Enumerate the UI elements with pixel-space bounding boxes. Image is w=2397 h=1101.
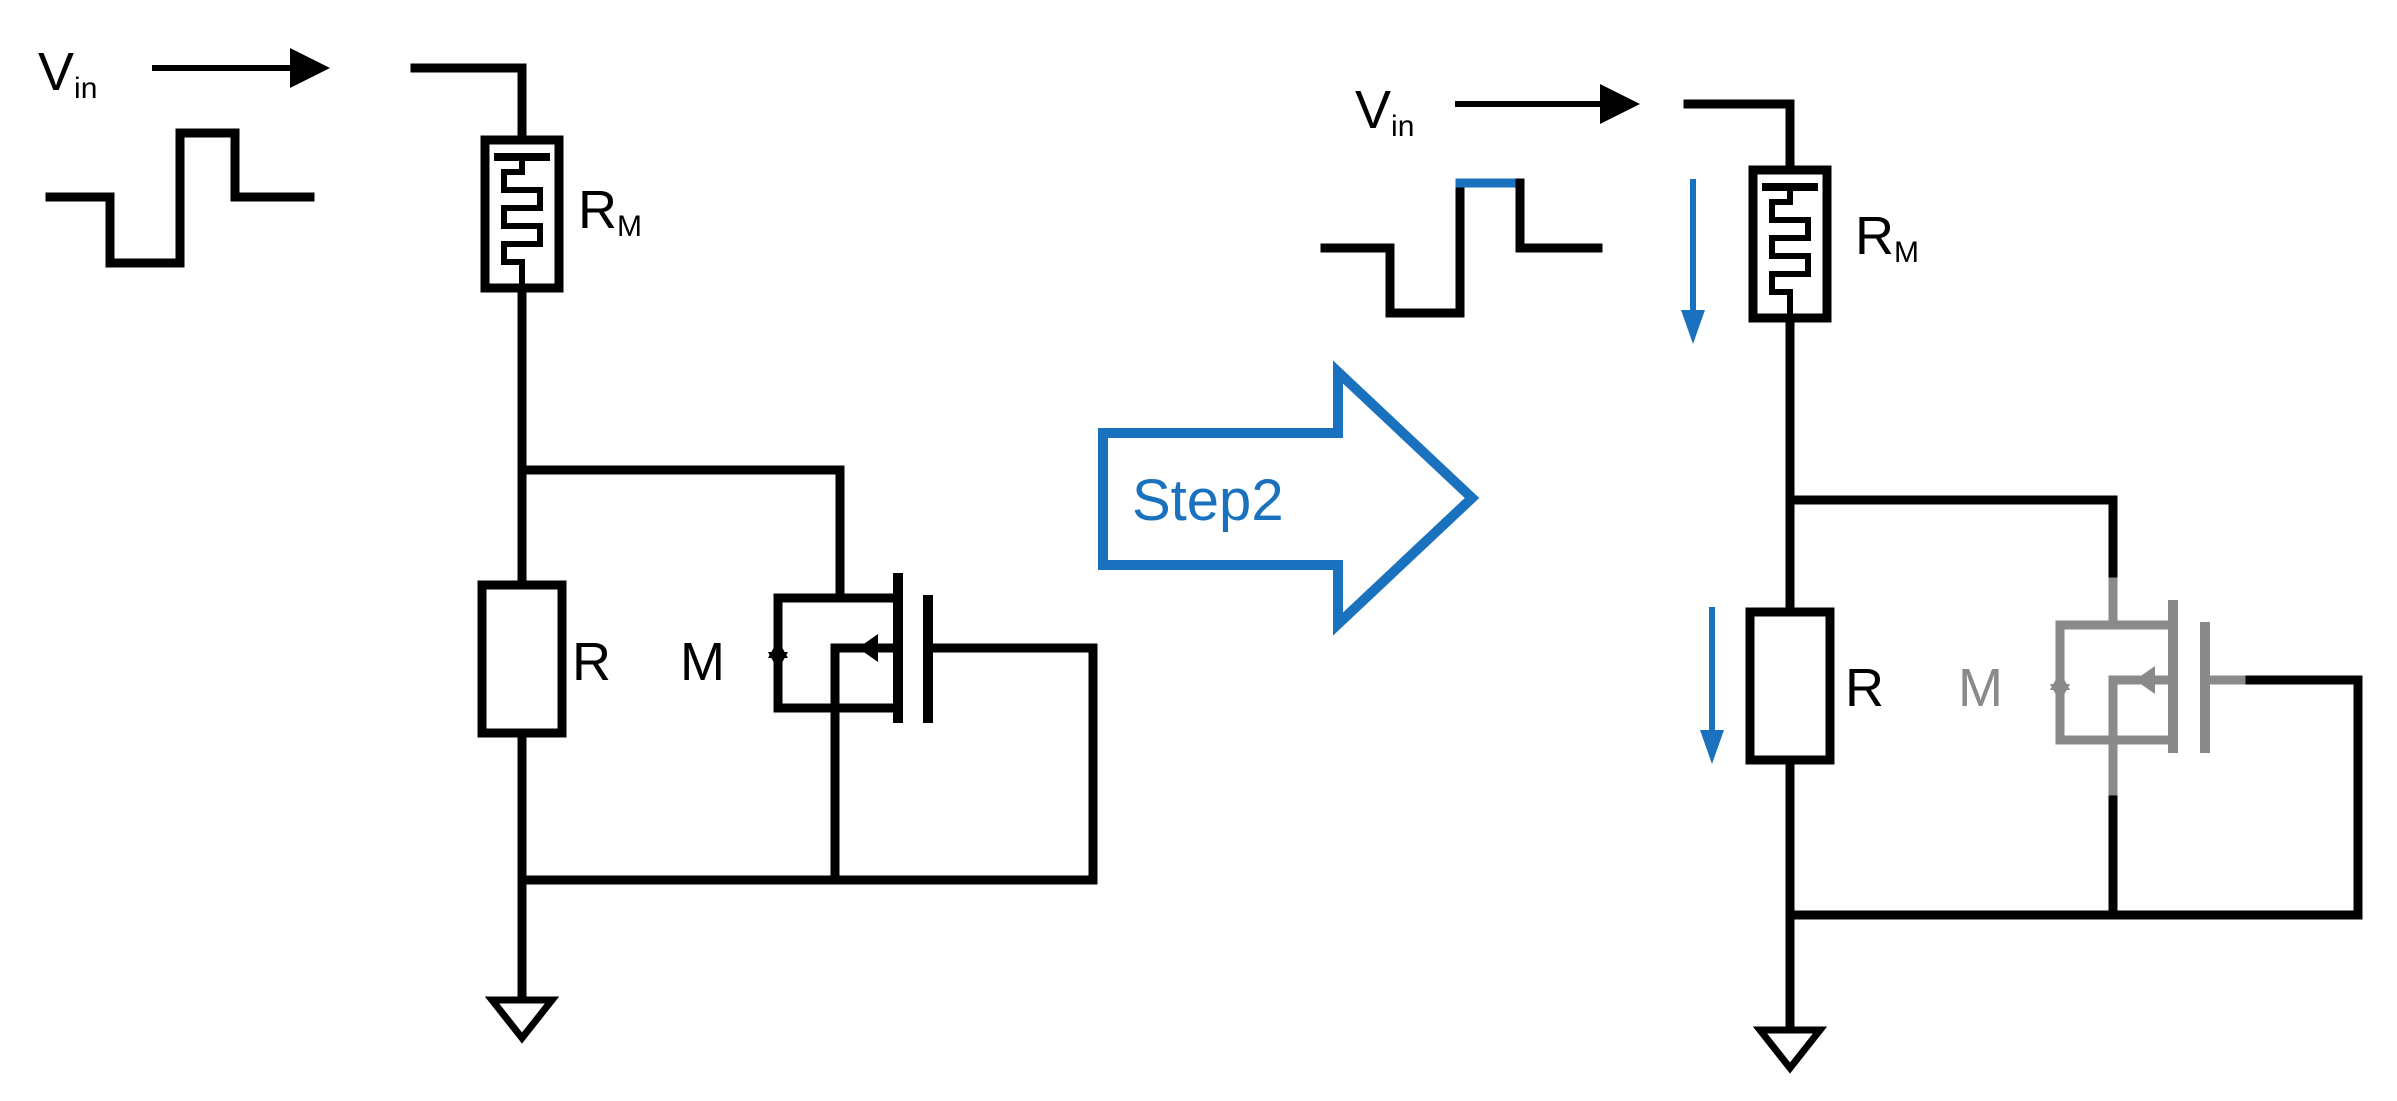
right-square-pulse-icon [1320, 178, 1603, 318]
step-arrow-icon: Step2 [1098, 360, 1480, 636]
right-mosfet-icon [2050, 577, 2255, 805]
left-vin-label: Vin [38, 42, 97, 105]
right-input-arrow-icon [1455, 84, 1640, 124]
right-current-arrow-icon [1681, 179, 1724, 764]
right-top-wire [1683, 99, 1795, 175]
left-circuit: Vin RM R [38, 42, 1098, 1044]
right-ground-icon [1752, 1026, 1828, 1074]
left-rm-label: RM [578, 180, 642, 243]
left-ground-icon [484, 875, 560, 1044]
right-vin-label: Vin [1355, 80, 1414, 143]
left-input-arrow-icon [152, 48, 330, 88]
left-memristor-icon [480, 135, 564, 293]
left-top-wire [410, 63, 527, 145]
left-resistor-icon [477, 580, 567, 738]
left-mosfet-icon [768, 573, 1098, 885]
right-circuit: Vin RM [1320, 80, 2363, 1074]
right-m-label: M [1958, 658, 2003, 718]
right-r-label: R [1845, 658, 1884, 718]
right-rm-label: RM [1855, 206, 1919, 269]
step-label: Step2 [1132, 468, 1284, 533]
right-memristor-icon [1748, 165, 1832, 323]
left-square-pulse-icon [45, 128, 315, 268]
left-m-label: M [680, 632, 725, 692]
right-resistor-icon [1745, 607, 1835, 765]
left-r-label: R [572, 632, 611, 692]
